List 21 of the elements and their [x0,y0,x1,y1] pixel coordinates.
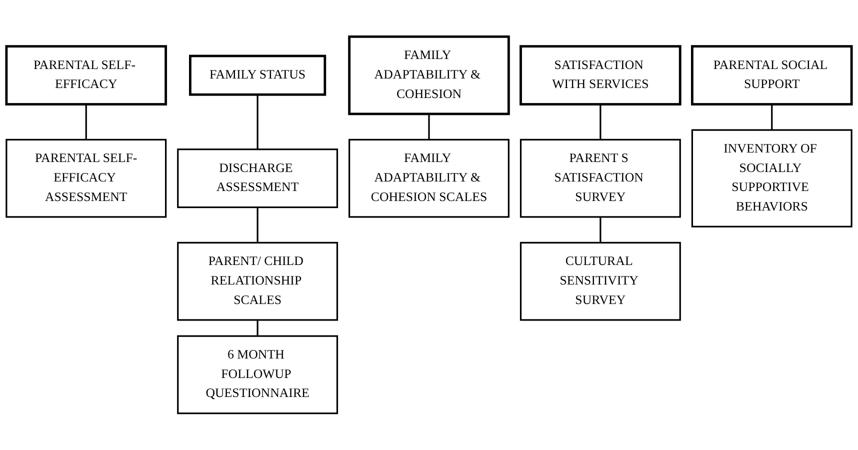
node-box: 6 MONTH FOLLOWUP QUESTIONNAIRE [177,335,338,414]
node-box: PARENT S SATISFACTION SURVEY [520,138,681,218]
node-box: PARENT/ CHILD RELATIONSHIP SCALES [177,242,338,321]
connector [428,114,430,140]
connector [600,104,602,140]
connector [256,207,258,243]
node-box: FAMILY ADAPTABILITY & COHESION SCALES [348,138,510,218]
connector [256,320,258,336]
node-box: FAMILY ADAPTABILITY & COHESION [348,35,510,116]
connector [85,104,87,140]
node-box: PARENTAL SELF-EFFICACY ASSESSMENT [6,138,167,218]
node-box: FAMILY STATUS [189,54,326,96]
node-box: SATISFACTION WITH SERVICES [520,45,682,106]
node-box: CULTURAL SENSITIVITY SURVEY [520,242,681,321]
node-box: INVENTORY OF SOCIALLY SUPPORTIVE BEHAVIORS [691,129,852,228]
node-box: PARENTAL SOCIAL SUPPORT [690,45,853,106]
connector [771,104,773,130]
connector [256,94,258,150]
node-box: DISCHARGE ASSESSMENT [177,148,338,208]
node-box: PARENTAL SELF- EFFICACY [5,45,168,106]
connector [600,216,602,243]
